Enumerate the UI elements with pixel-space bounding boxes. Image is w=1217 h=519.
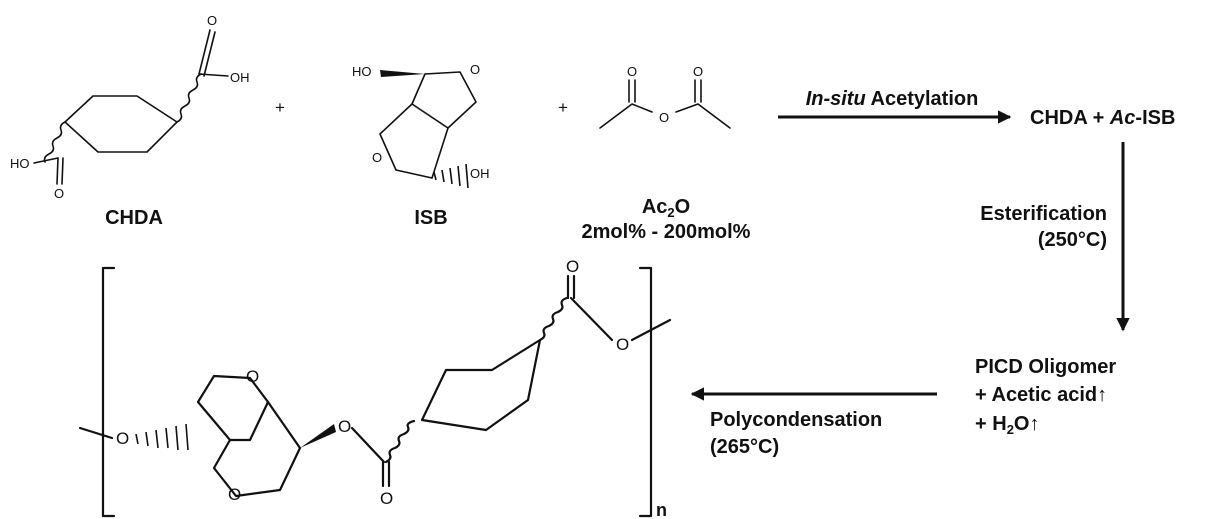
oligomer-line-2: + Acetic acid↑ <box>975 384 1107 406</box>
polycondensation-condition: (265°C) <box>710 436 779 458</box>
oligomer-line-3: + H2O↑ <box>975 413 1039 437</box>
left-link-o-text: O <box>116 429 129 448</box>
ac2o-label: Ac2O <box>642 196 690 220</box>
right-link-o-text: O <box>616 335 629 354</box>
right-bracket <box>638 266 653 518</box>
isb-label: ISB <box>414 207 447 229</box>
isb-structure: HO O O OH <box>352 62 490 189</box>
oligomer-line-1: PICD Oligomer <box>975 356 1116 378</box>
chda-o-bottom-text: O <box>54 186 64 201</box>
isb-oh-text: OH <box>470 166 490 181</box>
chda-ho-text: HO <box>10 156 30 171</box>
polymer-structure: n O O O O O O <box>78 257 672 519</box>
carbonyl-o-top-text: O <box>566 257 579 276</box>
chda-label: CHDA <box>105 207 163 229</box>
ac2o-range: 2mol% - 200mol% <box>582 221 751 243</box>
isb-o-top-text: O <box>470 62 480 77</box>
plus-sign-1: + <box>275 98 285 117</box>
chda-structure: O OH HO O <box>10 13 250 201</box>
left-bracket <box>101 266 116 518</box>
esterification-condition: (250°C) <box>1038 229 1107 251</box>
repeat-index-n: n <box>656 500 667 519</box>
carbonyl-o-bottom-text: O <box>380 489 393 508</box>
ester-o-text: O <box>338 417 351 436</box>
ac2o-structure: O O O <box>599 64 731 129</box>
acetylation-label: In-situ Acetylation <box>806 88 979 110</box>
ring-o-top-text: O <box>246 367 259 386</box>
ring-o-bottom-text: O <box>228 485 241 504</box>
chda-oh-text: OH <box>230 70 250 85</box>
chda-acisb-text: CHDA + Ac-ISB <box>1030 107 1175 129</box>
chda-o-top-text: O <box>207 13 217 28</box>
ac2o-o-left-text: O <box>627 64 637 79</box>
esterification-label: Esterification <box>980 203 1107 225</box>
ac2o-o-right-text: O <box>693 64 703 79</box>
isb-ho-text: HO <box>352 64 372 79</box>
isb-o-bottom-text: O <box>372 150 382 165</box>
plus-sign-2: + <box>558 98 568 117</box>
ac2o-o-bridge-text: O <box>659 110 669 125</box>
polycondensation-label: Polycondensation <box>710 409 882 431</box>
